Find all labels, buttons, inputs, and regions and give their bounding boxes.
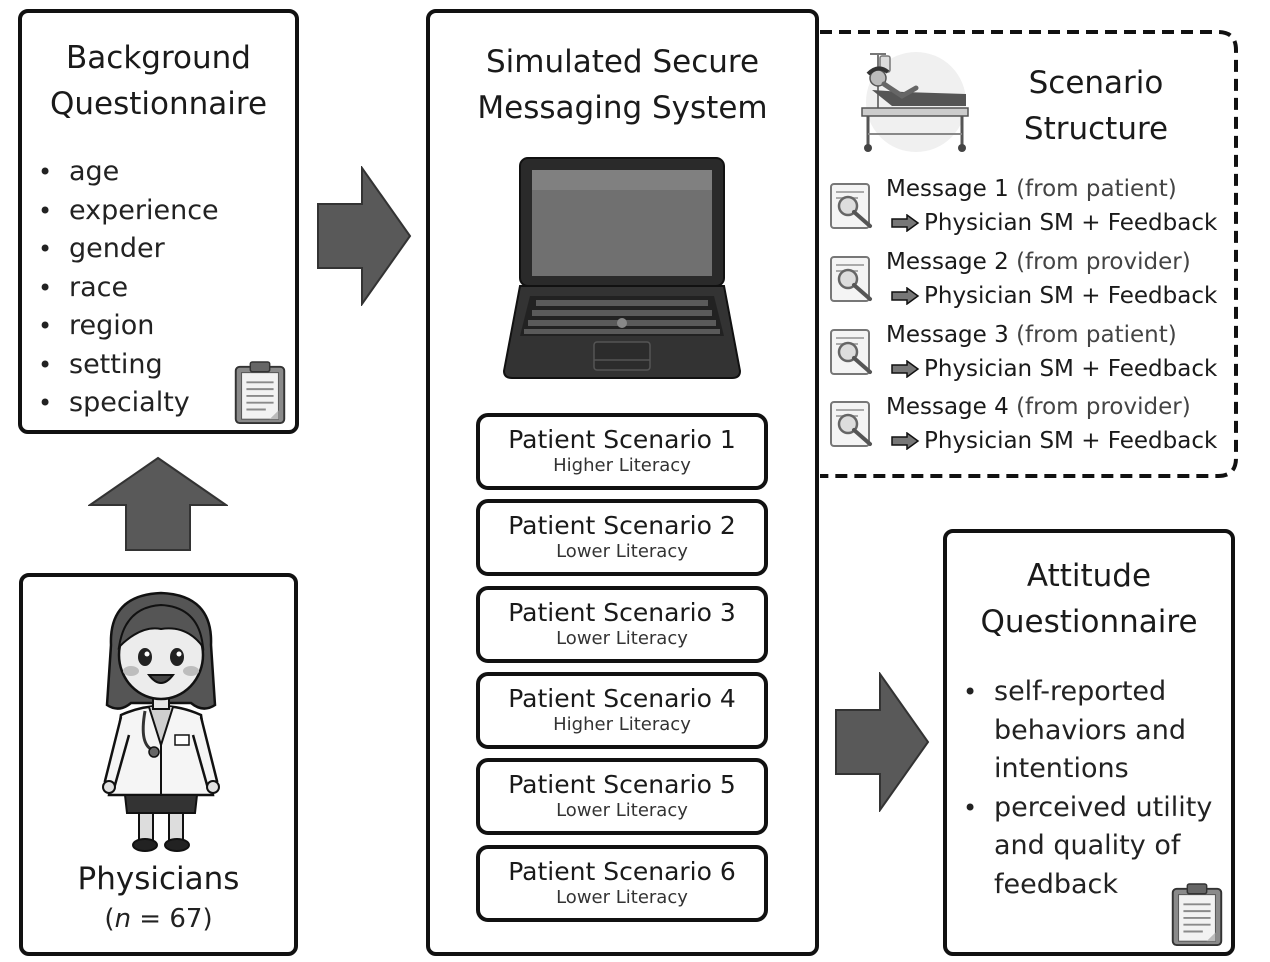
scenario-box: Patient Scenario 5 Lower Literacy: [476, 758, 768, 835]
message-result: Physician SM + Feedback: [924, 356, 1218, 382]
message-source: (from patient): [1016, 322, 1177, 348]
item-line: and quality of: [994, 830, 1181, 861]
list-item: setting: [22, 346, 219, 385]
title-line: Questionnaire: [49, 86, 268, 122]
message-row: Message 1 (from patient) Physician SM + …: [828, 176, 1228, 250]
title-line: Background: [66, 40, 251, 76]
attitude-questionnaire-title: Attitude Questionnaire: [947, 553, 1231, 645]
physicians-box: Physicians (n = 67): [19, 573, 298, 956]
message-source: (from provider): [1016, 249, 1191, 275]
sample-size: (n = 67): [23, 903, 294, 935]
list-item: race: [22, 269, 219, 308]
clipboard-icon: [234, 361, 286, 425]
message-source: (from provider): [1016, 394, 1191, 420]
sample-size-prefix: (: [104, 904, 115, 934]
title-line: Questionnaire: [980, 604, 1198, 640]
message-name: Message 4: [886, 394, 1009, 420]
arrow-right-icon: [891, 214, 920, 232]
scenario-literacy: Lower Literacy: [556, 628, 688, 649]
right-arrow: [317, 166, 412, 306]
message-name: Message 3: [886, 322, 1009, 348]
attitude-item-list: self-reported behaviors and intentions p…: [947, 673, 1212, 904]
item-line: feedback: [994, 868, 1119, 900]
message-search-icon: [830, 329, 872, 375]
scenario-literacy: Higher Literacy: [553, 714, 691, 735]
scenario-literacy: Lower Literacy: [556, 800, 688, 821]
scenario-title: Patient Scenario 3: [508, 598, 736, 627]
physicians-label: Physicians: [77, 861, 240, 897]
message-name: Message 1: [886, 176, 1009, 202]
message-result: Physician SM + Feedback: [924, 210, 1218, 236]
title-line: Structure: [1023, 111, 1169, 147]
scenario-literacy: Lower Literacy: [556, 887, 688, 908]
message-result: Physician SM + Feedback: [924, 283, 1218, 309]
item-line: intentions: [994, 753, 1129, 784]
title-line: Simulated Secure: [485, 44, 760, 80]
sample-size-variable: n: [114, 904, 132, 934]
message-name: Message 2: [886, 249, 1009, 275]
item-line: perceived utility: [994, 791, 1213, 823]
arrow-right-icon: [891, 360, 920, 378]
list-item: self-reported behaviors and intentions: [947, 673, 1212, 789]
message-search-icon: [830, 256, 872, 302]
scenario-box: Patient Scenario 2 Lower Literacy: [476, 499, 768, 576]
scenario-box: Patient Scenario 1 Higher Literacy: [476, 413, 768, 490]
item-line: behaviors and: [994, 714, 1186, 746]
clipboard-icon: [1171, 883, 1223, 947]
message-search-icon: [830, 401, 872, 447]
message-row: Message 3 (from patient) Physician SM + …: [828, 322, 1228, 396]
item-line: self-reported: [994, 676, 1167, 707]
title-line: Scenario: [1028, 65, 1164, 101]
list-item: region: [22, 307, 219, 346]
laptop-icon: [502, 157, 742, 379]
list-item: experience: [22, 192, 219, 231]
list-item: age: [22, 153, 219, 192]
doctor-illustration: [102, 591, 220, 852]
title-line: Messaging System: [477, 90, 768, 126]
hospital-bed-icon: [861, 52, 969, 152]
scenario-literacy: Higher Literacy: [553, 455, 691, 476]
list-item: specialty: [22, 384, 219, 423]
scenario-literacy: Lower Literacy: [556, 541, 688, 562]
background-questionnaire-box: Background Questionnaire age experience …: [18, 9, 299, 434]
message-row: Message 4 (from provider) Physician SM +…: [828, 394, 1228, 468]
scenario-title: Patient Scenario 4: [508, 684, 736, 713]
sample-size-value: = 67): [131, 904, 213, 934]
messaging-system-title: Simulated Secure Messaging System: [430, 39, 815, 131]
scenario-structure-border: [820, 30, 1238, 478]
message-source: (from patient): [1016, 176, 1177, 202]
scenario-title: Patient Scenario 1: [508, 425, 736, 454]
scenario-title: Patient Scenario 6: [508, 857, 736, 886]
arrow-right-icon: [891, 432, 920, 450]
scenario-box: Patient Scenario 4 Higher Literacy: [476, 672, 768, 749]
message-row: Message 2 (from provider) Physician SM +…: [828, 249, 1228, 323]
scenario-title: Patient Scenario 2: [508, 511, 736, 540]
background-item-list: age experience gender race region settin…: [22, 153, 219, 423]
scenario-title: Patient Scenario 5: [508, 770, 736, 799]
scenario-structure-title: Scenario Structure: [990, 60, 1202, 152]
scenario-box: Patient Scenario 6 Lower Literacy: [476, 845, 768, 922]
list-item: gender: [22, 230, 219, 269]
up-arrow: [88, 456, 228, 551]
scenario-box: Patient Scenario 3 Lower Literacy: [476, 586, 768, 663]
attitude-questionnaire-box: Attitude Questionnaire self-reported beh…: [943, 529, 1235, 956]
title-line: Attitude: [1026, 558, 1152, 594]
right-arrow: [835, 672, 930, 812]
message-result: Physician SM + Feedback: [924, 428, 1218, 454]
background-questionnaire-title: Background Questionnaire: [22, 35, 295, 127]
message-search-icon: [830, 183, 872, 229]
arrow-right-icon: [891, 287, 920, 305]
list-item: perceived utility and quality of feedbac…: [947, 789, 1212, 905]
